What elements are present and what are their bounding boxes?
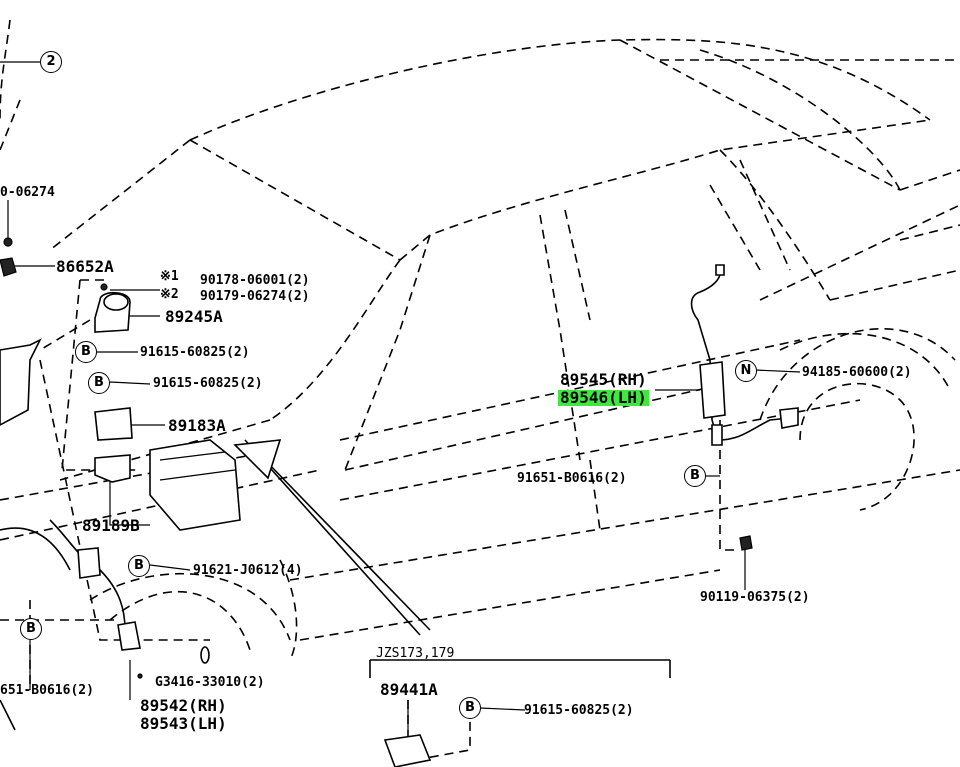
part-label-89543: 89543(LH) <box>140 714 227 733</box>
bolt-icon: B <box>75 341 97 363</box>
part-label-90119-06375: 90119-06375(2) <box>700 590 810 605</box>
bolt-icon: B <box>88 372 110 394</box>
part-label-91615-60825-b: 91615-60825(2) <box>153 376 263 391</box>
note-mark-1: ※1 <box>160 269 179 284</box>
bolt-icon: B <box>128 555 150 577</box>
part-label-89546-highlighted: 89546(LH) <box>558 388 649 407</box>
model-code-label: JZS173,179 <box>376 646 455 661</box>
part-label-89183a: 89183A <box>168 416 226 435</box>
part-label-89245a: 89245A <box>165 307 223 326</box>
part-label-90179-06274: 90179-06274(2) <box>200 289 310 304</box>
part-label-89545: 89545(RH) <box>560 370 647 389</box>
part-label-89542: 89542(RH) <box>140 696 227 715</box>
part-label-89189b: 89189B <box>82 516 140 535</box>
part-label-0-06274: 0-06274 <box>0 185 55 200</box>
nut-icon: N <box>735 360 757 382</box>
part-label-91651-b0616: 91651-B0616(2) <box>517 471 627 486</box>
note-mark-2: ※2 <box>160 287 179 302</box>
bolt-icon: B <box>20 618 42 640</box>
part-label-90178-06001: 90178-06001(2) <box>200 273 310 288</box>
bolt-icon: B <box>459 697 481 719</box>
ref-circle-2: 2 <box>40 51 62 73</box>
part-label-91615-60825-a: 91615-60825(2) <box>140 345 250 360</box>
part-label-89441a: 89441A <box>380 680 438 699</box>
part-label-94185-60600: 94185-60600(2) <box>802 365 912 380</box>
part-label-86652a: 86652A <box>56 257 114 276</box>
part-label-g3416-33010: G3416-33010(2) <box>155 675 265 690</box>
part-label-651-b0616: 651-B0616(2) <box>0 683 94 698</box>
part-label-91615-60825-c: 91615-60825(2) <box>524 703 634 718</box>
part-label-91621-j0612: 91621-J0612(4) <box>193 563 303 578</box>
bolt-icon: B <box>684 465 706 487</box>
